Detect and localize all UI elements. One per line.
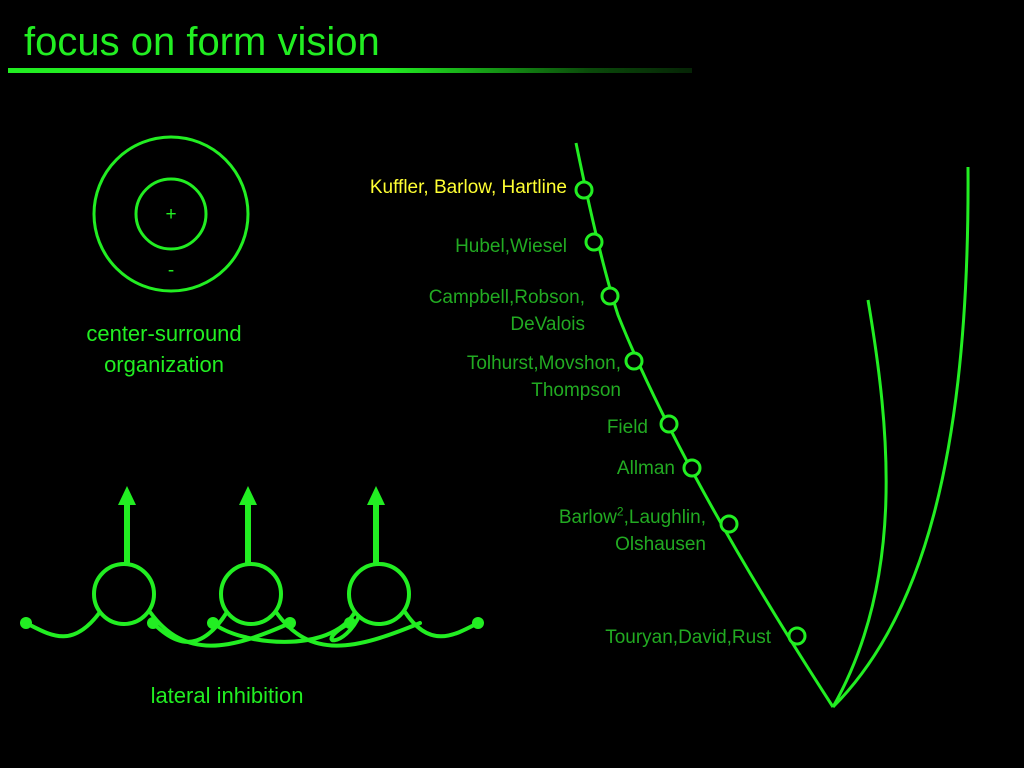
surround-circle xyxy=(92,135,250,293)
label-text: Barlow xyxy=(558,507,617,528)
neuron-1-right-dendrite xyxy=(148,610,292,648)
synapse-dot xyxy=(207,617,219,629)
label-line: Thompson xyxy=(531,380,621,401)
synapse-dot xyxy=(344,617,356,629)
caption-line: center-surround xyxy=(86,321,242,346)
neuron-2-soma xyxy=(219,562,283,626)
neuron-1-left-dendrite xyxy=(24,610,102,639)
label-line: Barlow2,Laughlin, xyxy=(480,504,706,531)
superscript: 2 xyxy=(616,504,624,519)
timeline-marker xyxy=(787,626,807,646)
timeline-marker xyxy=(600,286,620,306)
timeline-label-campbell: Campbell,Robson, DeValois xyxy=(380,284,585,338)
up-arrow-icon xyxy=(239,486,257,505)
label-text: ,Laughlin, xyxy=(623,507,706,528)
converging-line-outer xyxy=(831,166,970,709)
label-line: Campbell,Robson, xyxy=(428,287,585,308)
label-line: Tolhurst,Movshon, xyxy=(466,353,621,374)
timeline-label-field: Field xyxy=(606,417,648,438)
label-line: DeValois xyxy=(510,314,585,335)
lateral-inhibition-diagram xyxy=(20,486,484,648)
neuron-3-right-dendrite xyxy=(403,610,480,639)
timeline-label-touryan: Touryan,David,Rust xyxy=(605,627,771,648)
synapse-dot xyxy=(284,617,296,629)
center-surround-caption: center-surround organization xyxy=(54,318,274,380)
timeline-label-tolhurst: Tolhurst,Movshon, Thompson xyxy=(400,350,621,404)
synapse-dot xyxy=(147,617,159,629)
timeline-label-barlow: Barlow2,Laughlin, Olshausen xyxy=(480,504,706,558)
timeline-label-kuffler: Kuffler, Barlow, Hartline xyxy=(369,177,567,198)
center-circle xyxy=(134,177,208,251)
lateral-inhibition-caption: lateral inhibition xyxy=(150,683,304,708)
timeline-marker xyxy=(574,180,594,200)
timeline-marker xyxy=(584,232,604,252)
synapse-dot xyxy=(472,617,484,629)
converging-line-inner xyxy=(831,299,888,708)
timeline-label-hubel: Hubel,Wiesel xyxy=(455,236,567,257)
up-arrow-icon xyxy=(118,486,136,505)
neuron-3-soma xyxy=(347,562,411,626)
slide-title: focus on form vision xyxy=(24,20,380,64)
timeline-marker xyxy=(659,414,679,434)
center-surround-diagram xyxy=(92,135,250,293)
title-underline xyxy=(8,68,692,73)
surround-minus-sign: - xyxy=(167,260,175,281)
caption-line: organization xyxy=(104,352,224,377)
timeline-label-allman: Allman xyxy=(616,458,675,479)
timeline-marker xyxy=(682,458,702,478)
up-arrow-icon xyxy=(367,486,385,505)
center-plus-sign: + xyxy=(165,204,177,225)
timeline-markers xyxy=(574,180,807,646)
neuron-1-soma xyxy=(92,562,156,626)
timeline-marker xyxy=(624,351,644,371)
label-line: Olshausen xyxy=(615,534,706,555)
synapse-dot xyxy=(20,617,32,629)
timeline-marker xyxy=(719,514,739,534)
